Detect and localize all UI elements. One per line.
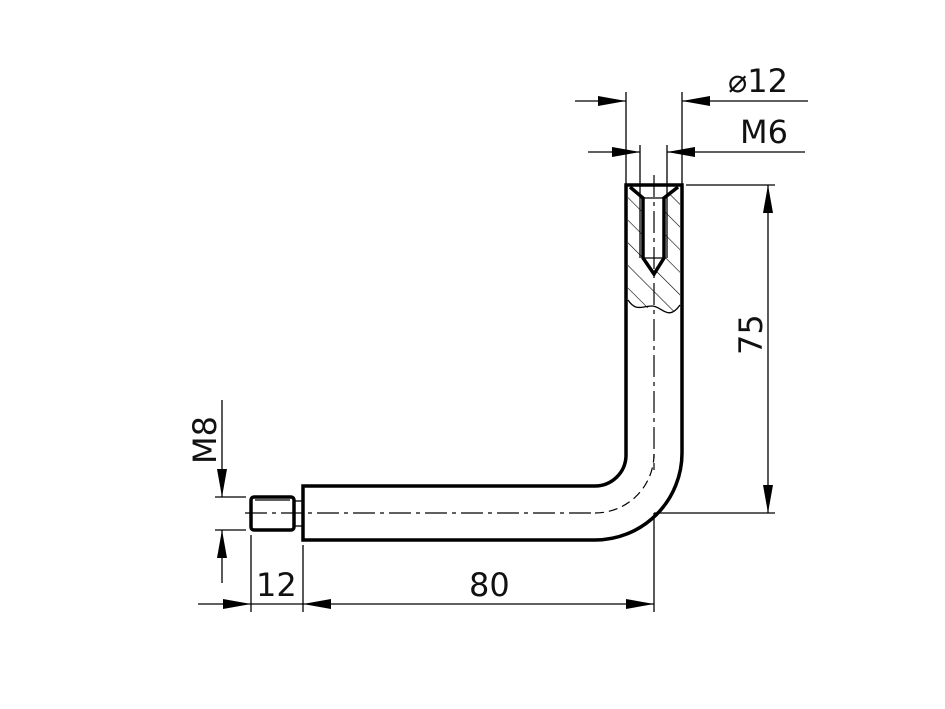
top-thread-dimension: M6 <box>588 113 805 157</box>
height-label: 75 <box>732 314 770 355</box>
top-thread-label: M6 <box>740 113 788 151</box>
rod-body <box>301 183 684 542</box>
centerlines <box>245 175 775 514</box>
height-dimension: 75 <box>686 184 775 513</box>
length-dimensions: 12 80 <box>198 513 655 612</box>
diameter-dimension: ⌀12 <box>575 62 808 185</box>
side-thread-dimension: M8 <box>186 400 246 583</box>
diameter-label: ⌀12 <box>728 62 788 100</box>
stub-length-label: 12 <box>256 566 297 604</box>
arm-length-label: 80 <box>469 566 510 604</box>
side-thread-label: M8 <box>186 416 224 464</box>
